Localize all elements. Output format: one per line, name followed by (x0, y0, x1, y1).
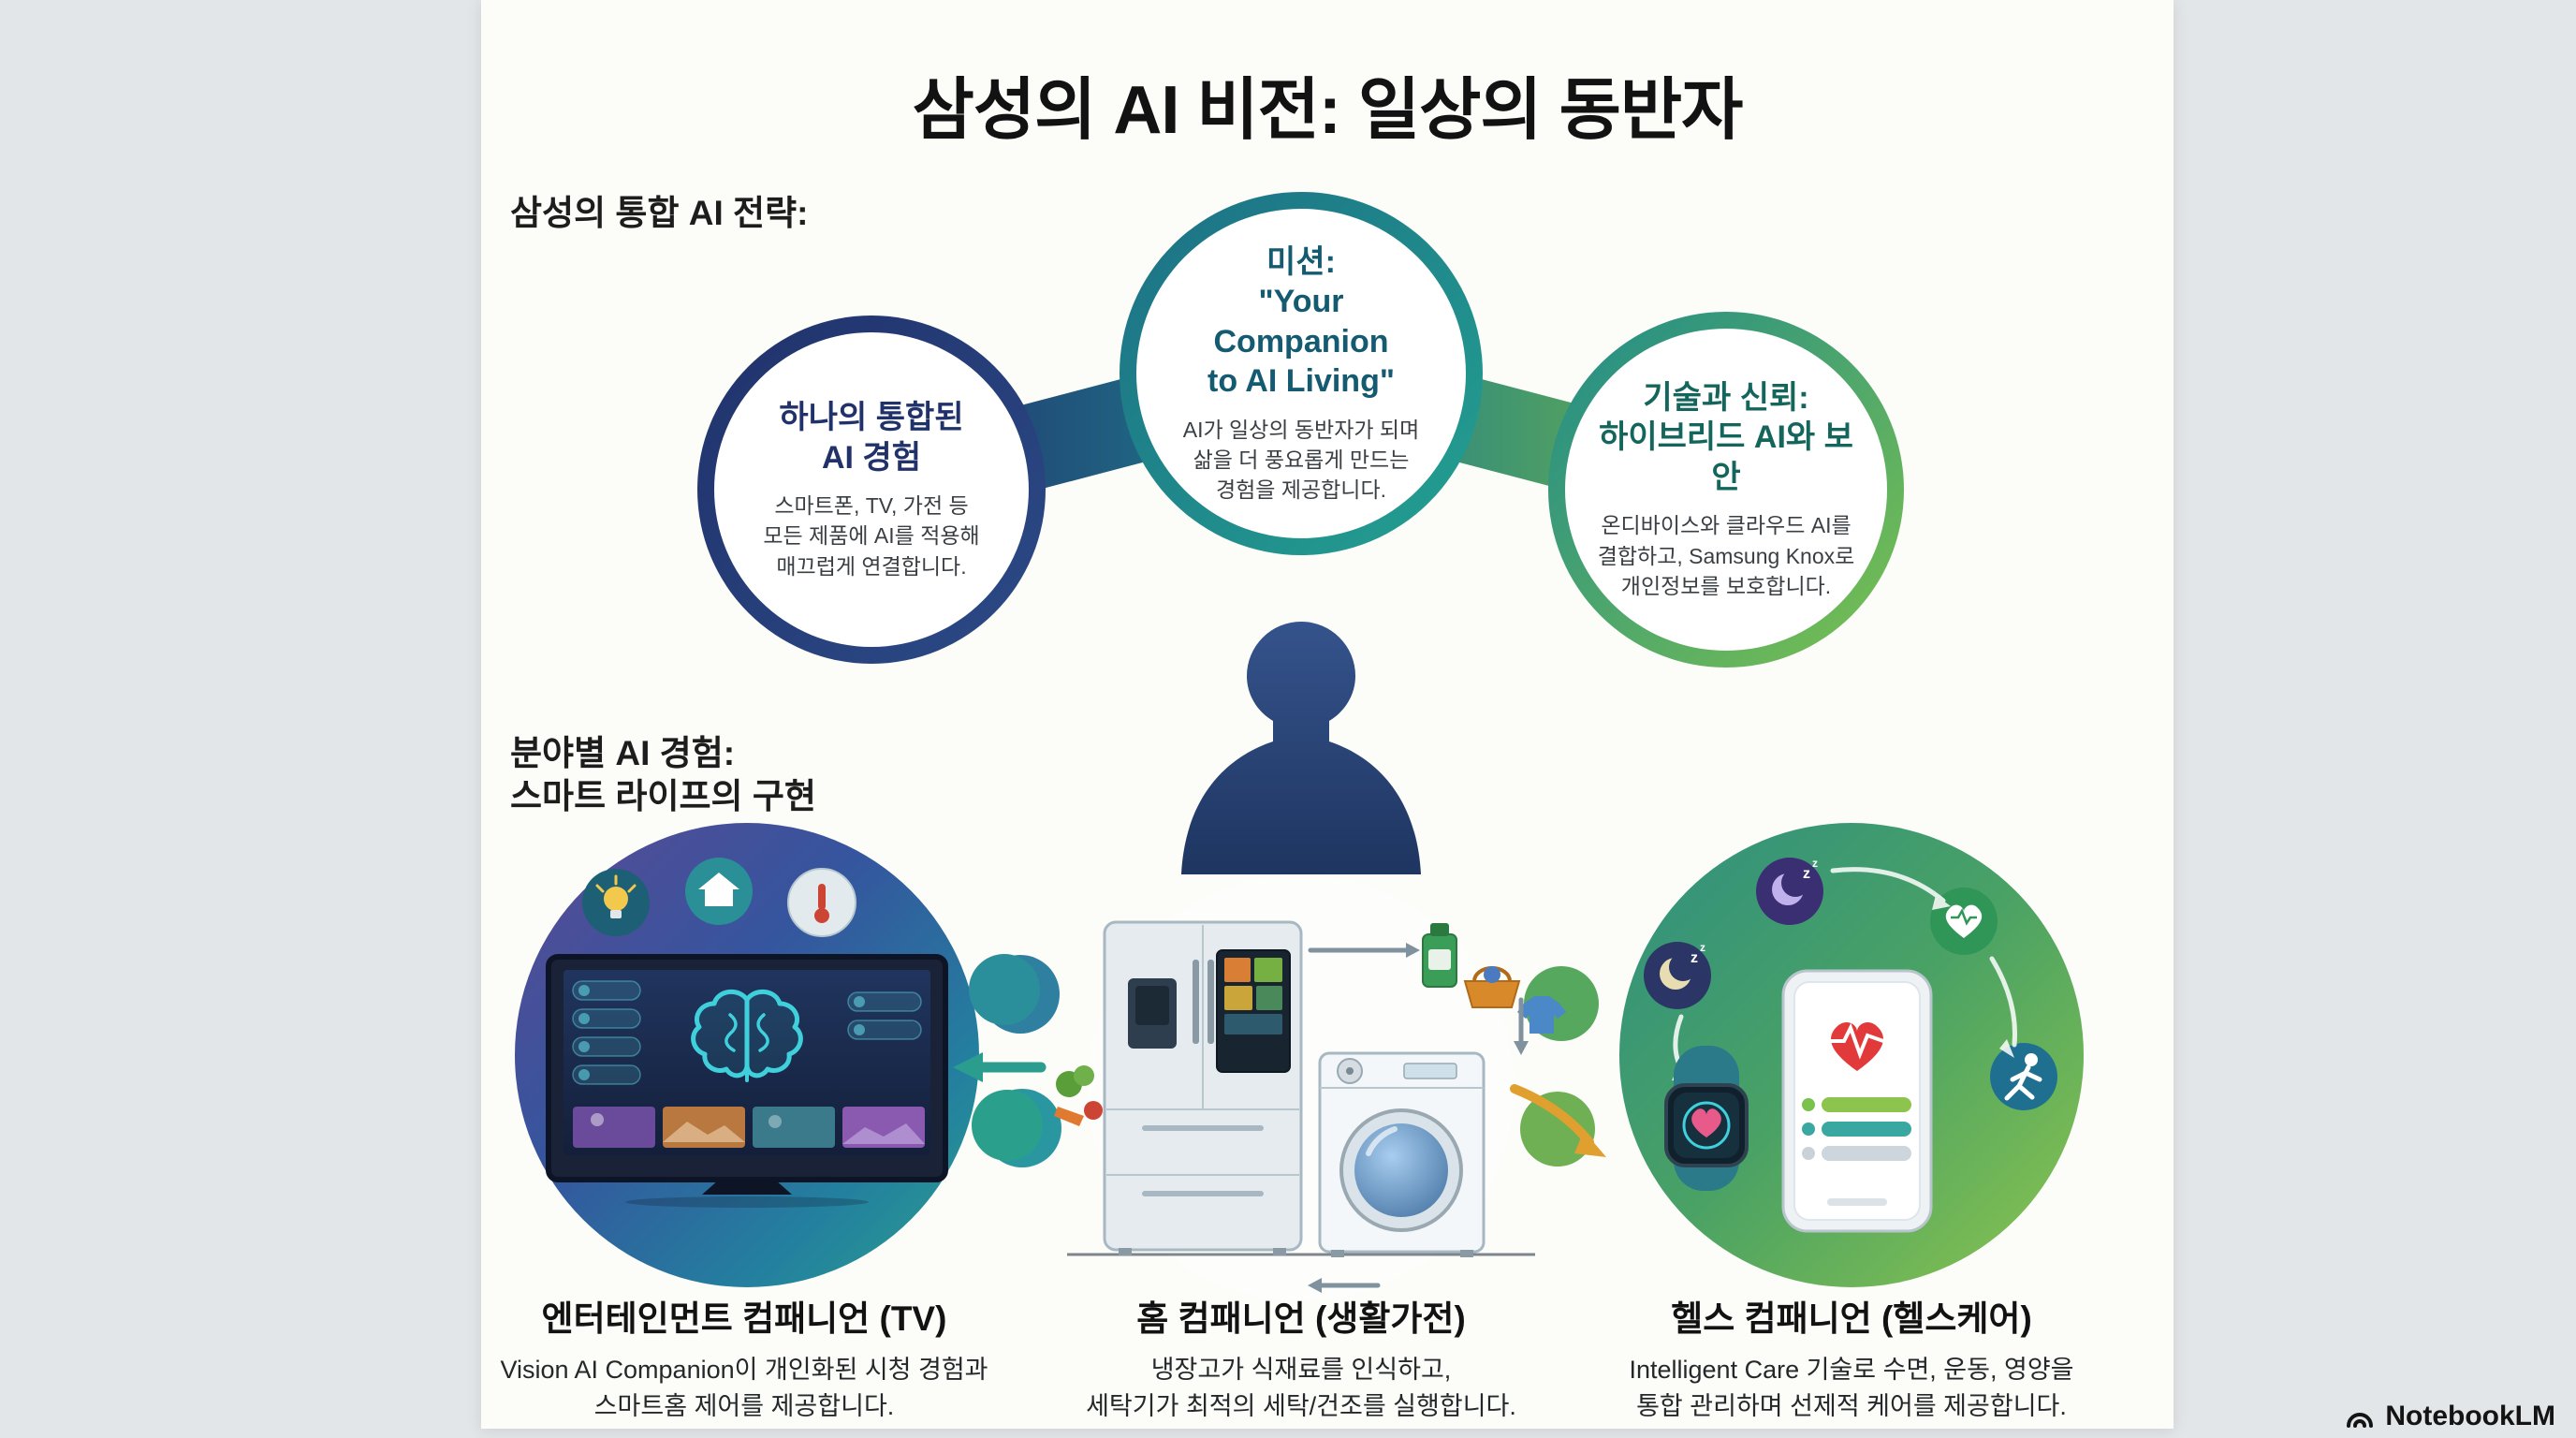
experiences-heading: 분야별 AI 경험: 스마트 라이프의 구현 (510, 734, 816, 816)
svg-text:z: z (1700, 941, 1705, 954)
caption-title: 홈 컴패니언 (생활가전) (1136, 1299, 1466, 1338)
content-thumbnails (573, 1107, 925, 1148)
caption-body: Vision AI Companion이 개인화된 시청 경험과 스마트홈 제어… (500, 1356, 988, 1421)
lightbulb-icon (582, 869, 650, 936)
washing-machine-illustration (1318, 1051, 1486, 1257)
home-appliances-illustration (1054, 874, 1566, 1301)
smartphone-illustration (1781, 969, 1933, 1233)
runner-icon (1990, 1043, 2057, 1110)
strategy-circle-mission: 미션: "Your Companion to AI Living" AI가 일상… (1120, 192, 1483, 555)
circle-body: 스마트폰, TV, 가전 등 모든 제품에 AI를 적용해 매끄럽게 연결합니다… (763, 493, 980, 579)
caption-title: 헬스 컴패니언 (헬스케어) (1671, 1299, 2032, 1338)
menu-pills (572, 980, 922, 1085)
strategy-circle-unified-experience: 하나의 통합된 AI 경험 스마트폰, TV, 가전 등 모든 제품에 AI를 … (697, 315, 1046, 664)
fridge-screen (1216, 949, 1291, 1073)
svg-text:z: z (1812, 857, 1818, 870)
strategy-heading: 삼성의 통합 AI 전략: (510, 194, 809, 232)
notebooklm-brand: NotebookLM (2344, 1401, 2555, 1432)
thermometer-icon (787, 868, 856, 937)
circle-body: AI가 일상의 동반자가 되며 삶을 더 풍요롭게 만드는 경험을 제공합니다. (1182, 417, 1420, 503)
circle-title: 하나의 통합된 AI 경험 (779, 400, 964, 476)
smartwatch-illustration (1664, 1046, 1749, 1191)
svg-text:z: z (1690, 950, 1698, 966)
health-blob: z z z z (1619, 823, 2084, 1287)
home-icon (685, 858, 753, 925)
caption-health: 헬스 컴패니언 (헬스케어) Intelligent Care 기술로 수면, … (1575, 1290, 2128, 1425)
cycle-arrows (1308, 943, 1529, 1293)
person-silhouette (1181, 622, 1421, 874)
grocery-icon (1054, 1065, 1103, 1126)
entertainment-blob (515, 823, 1043, 1287)
circle-body: 온디바이스와 클라우드 AI를 결합하고, Samsung Knox로 개인정보… (1597, 513, 1855, 598)
brand-text: NotebookLM (2385, 1401, 2555, 1431)
circle-title: 기술과 신뢰: 하이브리드 AI와 보안 (1599, 379, 1853, 495)
svg-text:z: z (1803, 866, 1810, 882)
caption-home: 홈 컴패니언 (생활가전) 냉장고가 식재료를 인식하고, 세탁기가 최적의 세… (1025, 1290, 1577, 1425)
brain-icon (691, 990, 803, 1082)
sleep-icon: z z (1644, 941, 1711, 1009)
refrigerator-illustration (1103, 920, 1303, 1255)
strategy-circle-tech-trust: 기술과 신뢰: 하이브리드 AI와 보안 온디바이스와 클라우드 AI를 결합하… (1548, 312, 1904, 668)
circle-title: 미션: "Your Companion to AI Living" (1208, 243, 1395, 400)
caption-body: 냉장고가 식재료를 인식하고, 세탁기가 최적의 세탁/건조를 실행합니다. (1086, 1356, 1516, 1421)
notebooklm-logo-icon (2347, 1413, 2374, 1428)
television-illustration (546, 954, 948, 1208)
caption-title: 엔터테인먼트 컴패니언 (TV) (541, 1299, 947, 1338)
caption-entertainment: 엔터테인먼트 컴패니언 (TV) Vision AI Companion이 개인… (468, 1290, 1020, 1425)
page-title: 삼성의 AI 비전: 일상의 동반자 (912, 73, 1744, 148)
sleep-icon-2: z z (1756, 857, 1823, 925)
caption-body: Intelligent Care 기술로 수면, 운동, 영양을 통합 관리하며… (1629, 1356, 2074, 1421)
